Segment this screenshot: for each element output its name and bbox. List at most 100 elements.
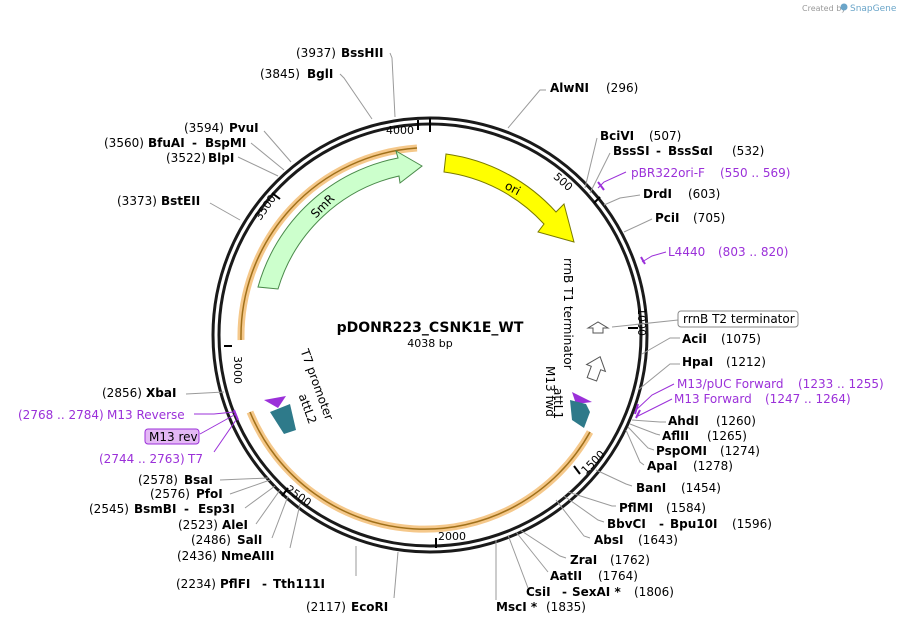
enzyme-xbai[interactable]: (2856) XbaI bbox=[102, 386, 225, 400]
enzyme-bbvci[interactable]: BbvCI - Bpu10I (1596) bbox=[563, 495, 772, 531]
enzyme-bcivi[interactable]: BciVI (507) bbox=[584, 129, 681, 189]
enzyme-pos: (603) bbox=[688, 187, 720, 201]
enzyme-name: MscI * bbox=[496, 600, 538, 614]
enzyme-pos: (2234) bbox=[176, 577, 216, 591]
enzyme-name: HpaI bbox=[682, 355, 713, 369]
enzyme-bsai[interactable]: (2578) BsaI bbox=[138, 473, 269, 487]
enzyme-name: BfuAI bbox=[148, 136, 185, 150]
enzyme-bgli[interactable]: (3845) BglI bbox=[260, 67, 373, 120]
enzyme-name: PspOMI bbox=[656, 444, 707, 458]
enzyme-name: ApaI bbox=[647, 459, 677, 473]
enzyme-name: SalI bbox=[237, 533, 262, 547]
primer-name: M13 Forward bbox=[674, 392, 752, 406]
tick-1500: 1500 bbox=[579, 448, 608, 477]
enzyme-pos: (1278) bbox=[693, 459, 733, 473]
tick-2000: 2000 bbox=[438, 530, 466, 543]
snapgene-logo-icon bbox=[840, 3, 848, 11]
enzyme-bfuai[interactable]: (3560) BfuAI - BspMI bbox=[104, 136, 285, 171]
enzyme-name2: SexAI * bbox=[572, 585, 621, 599]
enzyme-apai[interactable]: ApaI (1278) bbox=[625, 429, 733, 473]
enzyme-pos: (1762) bbox=[610, 553, 650, 567]
rrnb-t1-label: rrnB T1 terminator bbox=[561, 258, 575, 370]
enzyme-aatii[interactable]: AatII (1764) bbox=[515, 531, 638, 583]
enzyme-name: EcoRI bbox=[351, 600, 388, 614]
enzyme-pos: (1260) bbox=[716, 414, 756, 428]
enzyme-pfoi[interactable]: (2576) PfoI bbox=[150, 479, 271, 501]
enzyme-bsmbi[interactable]: (2545) BsmBI - Esp3I bbox=[89, 485, 276, 516]
enzyme-name: BsmBI bbox=[134, 502, 176, 516]
enzyme-pos: (1454) bbox=[681, 481, 721, 495]
enzyme-pflfi[interactable]: (2234) PflFI - Tth111I bbox=[176, 546, 357, 591]
enzyme-ecori[interactable]: (2117) EcoRI bbox=[306, 551, 399, 614]
credit-brand: SnapGene bbox=[850, 4, 897, 14]
enzyme-sep: - bbox=[656, 144, 661, 158]
primer-m13-rev-box[interactable]: M13 rev bbox=[144, 413, 237, 445]
terminator2-icon bbox=[585, 355, 607, 382]
enzyme-name: BglI bbox=[307, 67, 333, 81]
enzyme-name: AflII bbox=[662, 429, 689, 443]
enzyme-bani[interactable]: BanI (1454) bbox=[595, 469, 721, 495]
enzyme-pcii[interactable]: PciI (705) bbox=[623, 211, 725, 233]
enzyme-name: AhdI bbox=[668, 414, 699, 428]
primer-name: L4440 bbox=[668, 245, 705, 259]
tick-4000: 4000 bbox=[386, 124, 414, 137]
primer-m13-reverse[interactable]: (2768 .. 2784) M13 Reverse bbox=[18, 408, 235, 422]
enzyme-name2: Bpu10I bbox=[670, 517, 717, 531]
enzyme-aflii[interactable]: AflII (1265) bbox=[629, 423, 747, 443]
primer-m13-puc-forward[interactable]: M13/pUC Forward (1233 .. 1255) bbox=[635, 377, 884, 411]
rrnb-t2-box bbox=[677, 310, 799, 328]
enzyme-drdi[interactable]: DrdI (603) bbox=[603, 187, 720, 206]
enzyme-blpi[interactable]: (3522) BlpI bbox=[166, 151, 279, 177]
enzyme-pos: (1075) bbox=[721, 332, 761, 346]
primer-name: pBR322ori-F bbox=[631, 166, 705, 180]
enzyme-pos: (1596) bbox=[732, 517, 772, 531]
enzyme-pos: (2576) bbox=[150, 487, 190, 501]
enzyme-csii[interactable]: CsiI - SexAI * (1806) bbox=[507, 534, 674, 599]
enzyme-msci[interactable]: MscI * (1835) bbox=[495, 540, 586, 614]
enzyme-pos: (705) bbox=[693, 211, 725, 225]
enzyme-pspomi[interactable]: PspOMI (1274) bbox=[627, 426, 760, 458]
primer-range: (2768 .. 2784) bbox=[18, 408, 104, 422]
enzyme-sep: - bbox=[192, 136, 197, 150]
enzyme-pos: (1274) bbox=[720, 444, 760, 458]
primer-range: (1233 .. 1255) bbox=[798, 377, 884, 391]
credit: Created by SnapGene bbox=[802, 3, 897, 14]
primer-l4440[interactable]: L4440 (803 .. 820) bbox=[641, 245, 788, 263]
enzyme-name: AleI bbox=[222, 518, 248, 532]
enzyme-name2: BspMI bbox=[205, 136, 246, 150]
tick-1000: 1000 bbox=[635, 308, 648, 336]
enzyme-pflmi[interactable]: PflMI (1584) bbox=[567, 491, 706, 515]
attl2-arrow bbox=[270, 404, 296, 434]
enzyme-name2: Esp3I bbox=[198, 502, 235, 516]
enzyme-name: NmeAIII bbox=[221, 549, 274, 563]
enzyme-bsteii[interactable]: (3373) BstEII bbox=[117, 194, 241, 221]
enzyme-sep: - bbox=[562, 585, 567, 599]
enzyme-pos: (3522) bbox=[166, 151, 206, 165]
enzyme-name2: BssSαI bbox=[668, 144, 713, 158]
rrnb-t2-label: rrnB T2 terminator bbox=[683, 312, 795, 326]
enzyme-pos: (1212) bbox=[726, 355, 766, 369]
enzyme-sali[interactable]: (2486) SalI bbox=[191, 495, 289, 547]
enzyme-alei[interactable]: (2523) AleI bbox=[178, 489, 281, 532]
tick-500: 500 bbox=[551, 170, 575, 194]
enzyme-ahdi[interactable]: AhdI (1260) bbox=[631, 414, 756, 428]
enzyme-bsshii[interactable]: (3937) BssHII bbox=[296, 46, 396, 118]
ori-label: ori bbox=[503, 179, 523, 199]
primer-pbr322ori-f[interactable]: pBR322ori-F (550 .. 569) bbox=[597, 166, 790, 189]
enzyme-pos: (507) bbox=[649, 129, 681, 143]
enzyme-sep: - bbox=[659, 517, 664, 531]
enzyme-absi[interactable]: AbsI (1643) bbox=[555, 499, 678, 547]
enzyme-zrai[interactable]: ZraI (1762) bbox=[519, 529, 650, 567]
terminator-icon bbox=[586, 321, 610, 334]
enzyme-pvui[interactable]: (3594) PvuI bbox=[184, 121, 292, 163]
t7-marker bbox=[264, 396, 286, 408]
enzyme-hpai[interactable]: HpaI (1212) bbox=[637, 355, 766, 391]
enzyme-alwni[interactable]: AlwNI (296) bbox=[507, 81, 638, 129]
enzyme-pos: (2486) bbox=[191, 533, 231, 547]
enzyme-name: PvuI bbox=[229, 121, 259, 135]
primer-m13-forward[interactable]: M13 Forward (1247 .. 1264) bbox=[637, 392, 851, 417]
primer-t7[interactable]: (2744 .. 2763) T7 bbox=[99, 419, 237, 466]
enzyme-nmeaiii[interactable]: (2436) NmeAIII bbox=[177, 503, 301, 563]
enzyme-acii[interactable]: AciI (1075) bbox=[641, 332, 761, 355]
enzyme-bsssi[interactable]: BssSI - BssSαI (532) bbox=[589, 144, 764, 194]
